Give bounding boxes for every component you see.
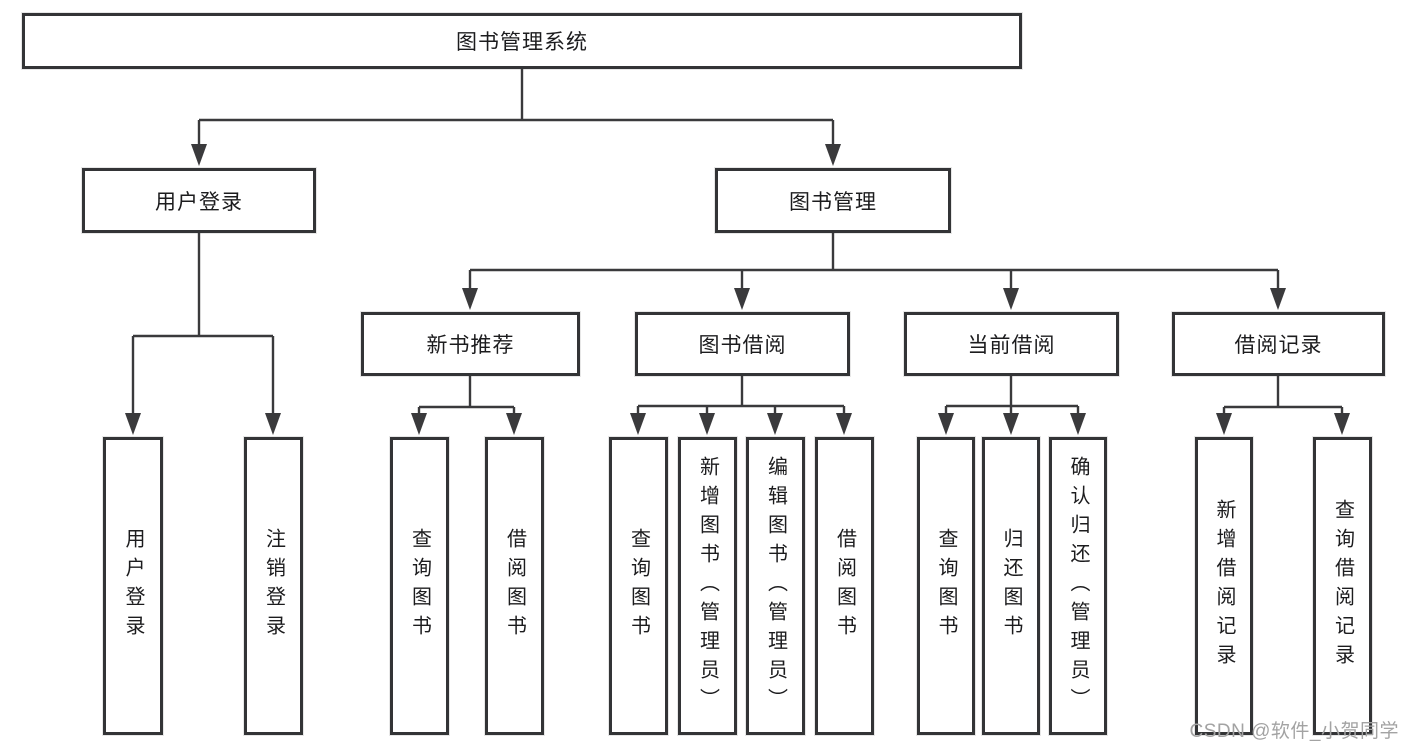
arrow-down-icon — [265, 413, 281, 435]
node-label: 归还图书 — [1000, 528, 1022, 644]
arrow-down-icon — [1070, 413, 1086, 435]
arrow-down-icon — [630, 413, 646, 435]
node-book-management: 图书管理 — [715, 168, 951, 233]
node-label: 新增图书（管理员） — [696, 455, 719, 717]
leaf-records-add-record: 新增借阅记录 — [1195, 437, 1253, 735]
node-library-system: 图书管理系统 — [22, 13, 1022, 69]
node-label: 查询图书 — [627, 528, 650, 644]
arrow-down-icon — [836, 413, 852, 435]
arrow-down-icon — [734, 288, 750, 310]
arrow-down-icon — [699, 413, 715, 435]
leaf-current-query-books: 查询图书 — [917, 437, 975, 735]
leaf-borrow-edit-books-admin: 编辑图书（管理员） — [746, 437, 805, 735]
arrow-down-icon — [1334, 413, 1350, 435]
node-label: 当前借阅 — [967, 334, 1056, 357]
leaf-borrow-query-books: 查询图书 — [609, 437, 668, 735]
leaf-current-confirm-return-admin: 确认归还（管理员） — [1049, 437, 1107, 735]
node-new-book-recommend: 新书推荐 — [361, 312, 580, 376]
arrow-down-icon — [1270, 288, 1286, 310]
node-book-borrow: 图书借阅 — [635, 312, 850, 376]
leaf-recommend-borrow-books: 借阅图书 — [485, 437, 544, 735]
node-label: 借阅图书 — [833, 528, 856, 644]
node-label: 新书推荐 — [426, 334, 515, 357]
arrowhead-icons — [125, 144, 1350, 435]
leaf-logout: 注销登录 — [244, 437, 303, 735]
node-label: 查询图书 — [408, 528, 431, 644]
node-user-login: 用户登录 — [82, 168, 316, 233]
leaf-recommend-query-books: 查询图书 — [390, 437, 449, 735]
node-label: 图书管理系统 — [456, 31, 588, 54]
node-label: 查询图书 — [935, 528, 957, 644]
leaf-records-query-record: 查询借阅记录 — [1313, 437, 1372, 735]
leaf-current-return-books: 归还图书 — [982, 437, 1040, 735]
arrow-down-icon — [125, 413, 141, 435]
node-label: 借阅图书 — [503, 528, 526, 644]
leaf-borrow-borrow-books: 借阅图书 — [815, 437, 874, 735]
arrow-down-icon — [767, 413, 783, 435]
arrow-down-icon — [1003, 288, 1019, 310]
arrow-down-icon — [1003, 413, 1019, 435]
arrow-down-icon — [825, 144, 841, 166]
node-label: 用户登录 — [155, 190, 243, 214]
node-label: 注销登录 — [262, 528, 285, 644]
node-label: 图书借阅 — [698, 334, 787, 357]
node-current-borrow: 当前借阅 — [904, 312, 1119, 376]
arrow-down-icon — [1216, 413, 1232, 435]
leaf-user-login: 用户登录 — [103, 437, 163, 735]
arrow-down-icon — [411, 413, 427, 435]
node-label: 借阅记录 — [1234, 334, 1323, 357]
node-borrow-records: 借阅记录 — [1172, 312, 1385, 376]
node-label: 编辑图书（管理员） — [764, 455, 787, 717]
arrow-down-icon — [506, 413, 522, 435]
node-label: 图书管理 — [789, 190, 877, 214]
arrow-down-icon — [938, 413, 954, 435]
node-label: 用户登录 — [122, 528, 144, 644]
node-label: 确认归还（管理员） — [1067, 455, 1089, 717]
leaf-borrow-add-books-admin: 新增图书（管理员） — [678, 437, 737, 735]
node-label: 查询借阅记录 — [1331, 499, 1354, 673]
watermark: CSDN @软件_小贺同学 — [1189, 721, 1399, 742]
node-label: 新增借阅记录 — [1213, 499, 1235, 673]
arrow-down-icon — [191, 144, 207, 166]
arrow-down-icon — [462, 288, 478, 310]
